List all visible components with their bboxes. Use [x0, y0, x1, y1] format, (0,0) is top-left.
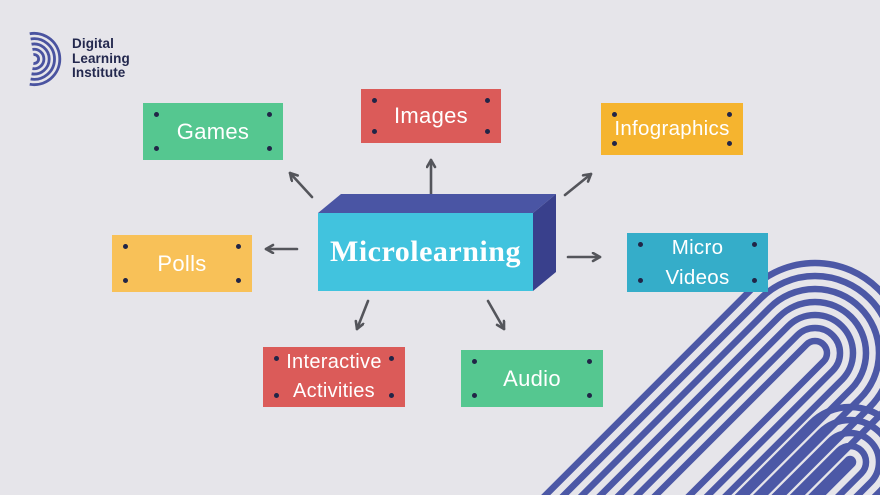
- node-polls: Polls: [112, 235, 252, 292]
- corner-dot: [123, 278, 128, 283]
- brand-logo: Digital Learning Institute: [20, 29, 130, 89]
- corner-dot: [372, 98, 377, 103]
- corner-dot: [587, 359, 592, 364]
- node-games: Games: [143, 103, 283, 160]
- corner-dot: [638, 278, 643, 283]
- corner-dot: [472, 393, 477, 398]
- node-images: Images: [361, 89, 501, 143]
- corner-dot: [587, 393, 592, 398]
- brand-line-1: Digital: [72, 35, 114, 51]
- corner-dot: [485, 98, 490, 103]
- corner-dot: [485, 129, 490, 134]
- corner-dot: [372, 129, 377, 134]
- corner-dot: [236, 244, 241, 249]
- corner-dot: [123, 244, 128, 249]
- corner-dot: [389, 393, 394, 398]
- corner-dot: [638, 242, 643, 247]
- corner-dot: [612, 141, 617, 146]
- node-label: Interactive Activities: [286, 351, 382, 402]
- corner-dot: [154, 146, 159, 151]
- node-infographics: Infographics: [601, 103, 743, 155]
- corner-dot: [472, 359, 477, 364]
- node-label: Audio: [503, 365, 561, 391]
- corner-dot: [154, 112, 159, 117]
- node-label: Images: [394, 103, 468, 128]
- brand-line-2: Learning: [72, 50, 130, 66]
- corner-dot: [389, 356, 394, 361]
- corner-dot: [236, 278, 241, 283]
- corner-dot: [267, 112, 272, 117]
- corner-dot: [274, 356, 279, 361]
- corner-dot: [274, 393, 279, 398]
- node-label: Infographics: [614, 117, 730, 140]
- node-label: Polls: [157, 250, 207, 276]
- node-label: Games: [176, 118, 250, 144]
- node-label: Micro Videos: [665, 235, 730, 289]
- arrow-to-audio: [486, 299, 506, 331]
- corner-dot: [267, 146, 272, 151]
- brand-line-3: Institute: [72, 65, 126, 81]
- corner-dot: [727, 141, 732, 146]
- arrow-to-infographics: [563, 172, 593, 197]
- arrow-to-games: [288, 171, 314, 199]
- center-box-top-face: [318, 194, 556, 213]
- center-box-side-face: [533, 194, 556, 291]
- node-audio: Audio: [461, 350, 603, 407]
- node-micro-videos: Micro Videos: [627, 233, 768, 292]
- corner-dot: [612, 112, 617, 117]
- center-node-label: Microlearning: [330, 235, 521, 268]
- brand-text: Digital Learning Institute: [72, 35, 130, 82]
- corner-dot: [727, 112, 732, 117]
- corner-dot: [752, 242, 757, 247]
- stripe-hairpin-large: [290, 259, 880, 495]
- center-box-front-face: [318, 213, 533, 291]
- fingerprint-logo-icon: [29, 31, 62, 87]
- arrow-to-interactive-activities: [357, 299, 370, 331]
- node-interactive-activities: Interactive Activities: [263, 347, 405, 407]
- corner-dot: [752, 278, 757, 283]
